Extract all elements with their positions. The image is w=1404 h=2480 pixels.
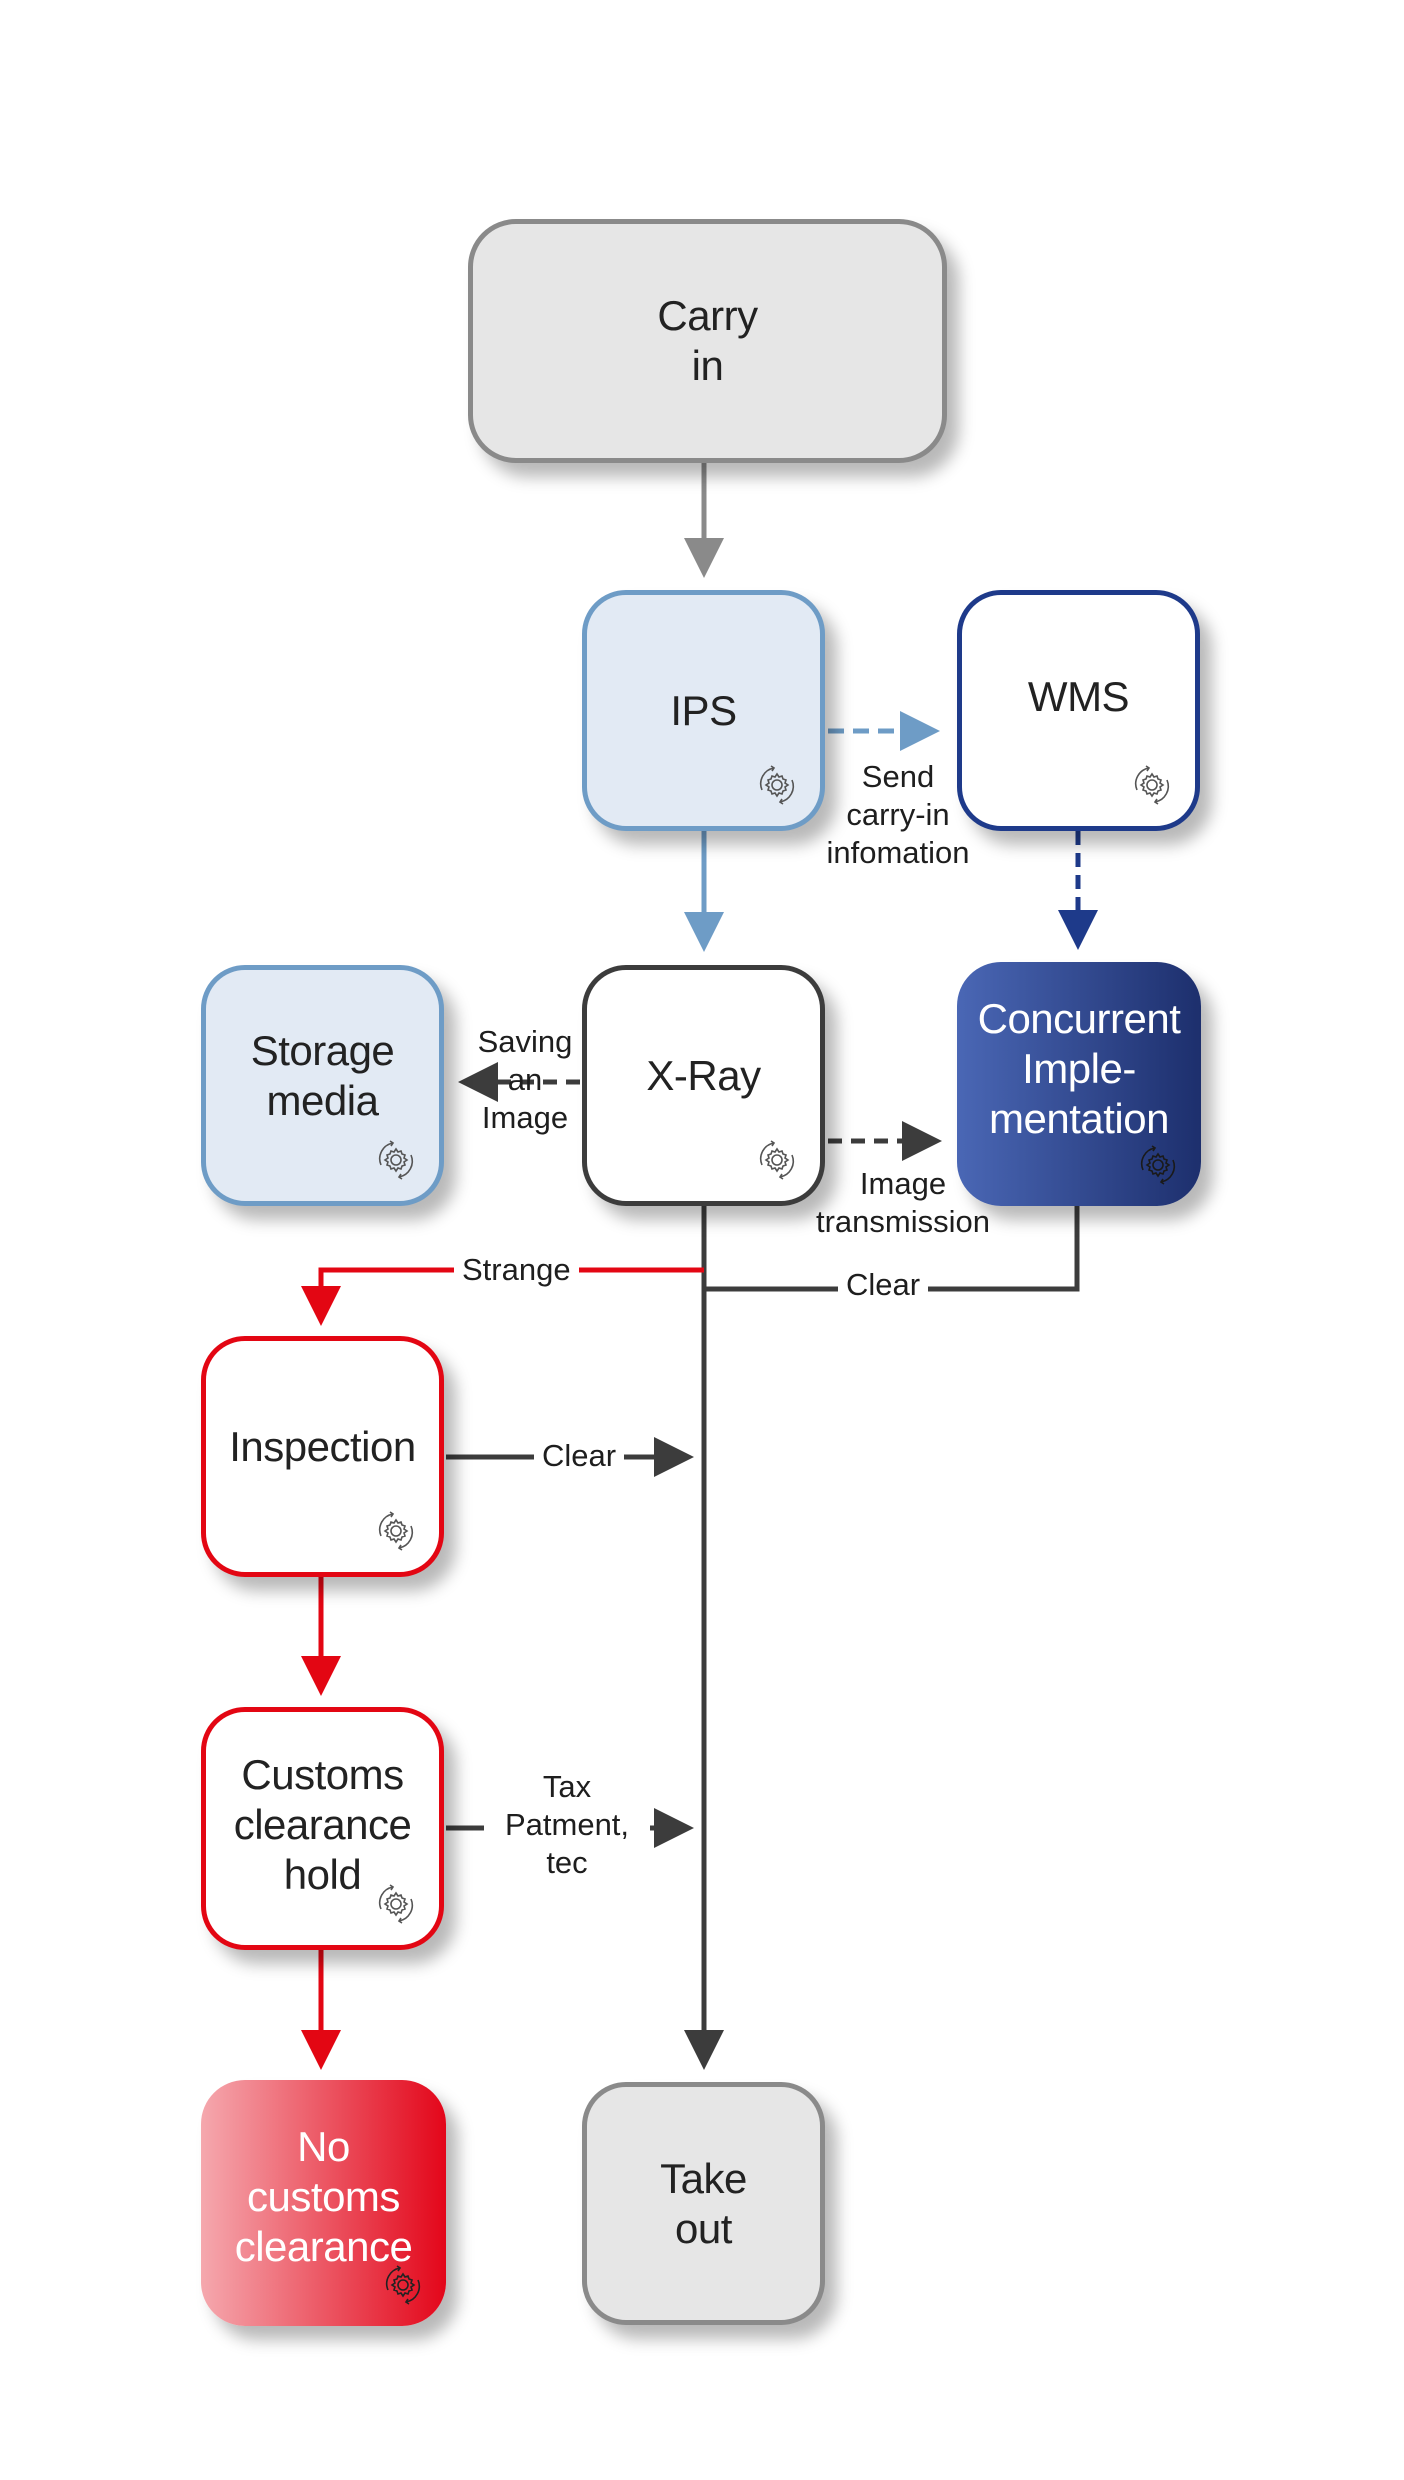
node-concurrent-implementation[interactable]: Concurrent Imple- mentation [957, 962, 1201, 1206]
node-label: Carry in [657, 292, 758, 389]
node-inspection[interactable]: Inspection [201, 1336, 444, 1577]
node-label: No customs clearance [234, 2123, 413, 2270]
edge-label-image-transmission: Image transmission [816, 1166, 990, 1239]
node-label: Customs clearance hold [233, 1750, 412, 1898]
gear-cycle-icon [385, 2265, 421, 2305]
node-label: Inspection [229, 1422, 416, 1470]
gear-cycle-icon [759, 765, 795, 805]
node-take-out[interactable]: Take out [582, 2082, 825, 2325]
node-label: X-Ray [646, 1051, 761, 1099]
edge-label-strange: Strange [454, 1251, 579, 1289]
node-wms[interactable]: WMS [957, 590, 1200, 831]
node-carry-in[interactable]: Carry in [468, 219, 947, 463]
node-customs-clearance-hold[interactable]: Customs clearance hold [201, 1707, 444, 1950]
node-label: Take out [660, 2154, 747, 2252]
gear-cycle-icon [378, 1511, 414, 1551]
gear-cycle-icon [759, 1140, 795, 1180]
edge-label-tax-payment: Tax Patment, tec [484, 1768, 650, 1882]
gear-cycle-icon [1140, 1145, 1176, 1185]
node-no-customs-clearance[interactable]: No customs clearance [201, 2080, 446, 2326]
node-label: Concurrent Imple- mentation [977, 995, 1181, 1142]
node-label: IPS [670, 686, 737, 734]
edge-label-saving-image: Saving an Image [477, 1024, 573, 1135]
edge-concurrent-clear [704, 1206, 1080, 1292]
node-label: Storage media [250, 1026, 395, 1124]
node-ips[interactable]: IPS [582, 590, 825, 831]
edge-label-clear-inspection: Clear [534, 1437, 625, 1475]
gear-cycle-icon [378, 1140, 414, 1180]
edge-label-send-carry-in: Send carry-in infomation [826, 759, 970, 870]
edge-label-clear-concurrent: Clear [838, 1266, 929, 1304]
node-xray[interactable]: X-Ray [582, 965, 825, 1206]
gear-cycle-icon [378, 1884, 414, 1924]
node-storage-media[interactable]: Storage media [201, 965, 444, 1206]
node-label: WMS [1027, 672, 1130, 720]
gear-cycle-icon [1134, 765, 1170, 805]
